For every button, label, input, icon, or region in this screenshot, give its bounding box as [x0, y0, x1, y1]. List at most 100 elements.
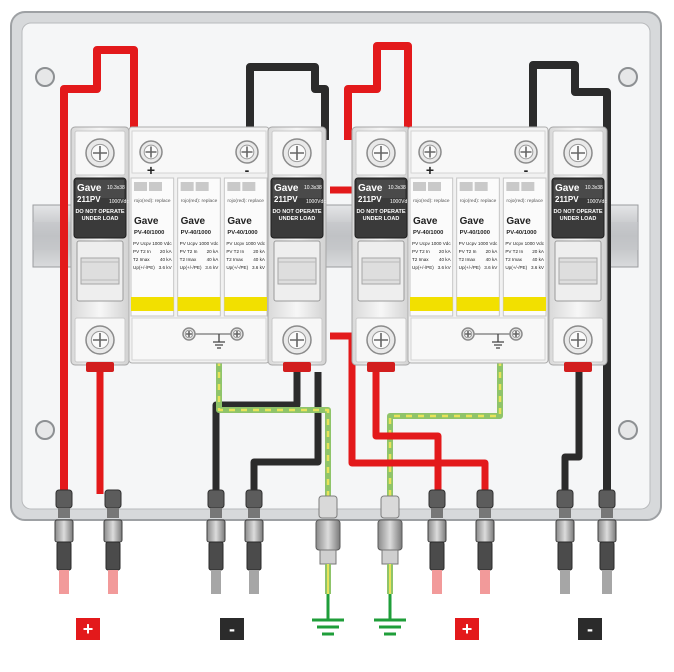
- negative-badge-label: -: [229, 619, 235, 639]
- spd-spec-value: 1000 Vdc: [199, 241, 219, 246]
- positive-badge: +: [76, 618, 100, 640]
- positive-badge-label: +: [461, 619, 473, 639]
- fuse-warning-label: UNDER LOAD: [82, 216, 119, 222]
- fuse-size-label: 10.3x38: [304, 185, 322, 191]
- terminal-screw-icon: [85, 138, 115, 168]
- spd-model-label: PV-40/1000: [227, 230, 257, 236]
- positive-badge: +: [455, 618, 479, 640]
- din-modules: Gave 10.3x38 211PV 1000Vdc DO NOT OPERATE UND…: [70, 126, 608, 372]
- fuse-brand-label: Gave: [77, 183, 102, 194]
- spd-replace-label: rojo(red): replace: [460, 198, 497, 204]
- yellow-band: [224, 297, 267, 311]
- spd-spec-label: PV T2 In: [505, 249, 523, 254]
- status-window: [474, 182, 488, 191]
- terminal-screw-icon: [563, 138, 593, 168]
- spd-spec-value: 3.6 kV: [205, 265, 219, 270]
- spd-spec-label: T2 Imax: [505, 257, 522, 262]
- spd-spec-label: PV T2 In: [412, 249, 430, 254]
- spd-spec-label: PV Ucpv: [412, 241, 431, 246]
- spd-spec-label: Up(+/-/PE): [412, 265, 434, 270]
- spd-spec-value: 3.6 kV: [531, 265, 545, 270]
- spd-spec-label: PV Ucpv: [505, 241, 524, 246]
- terminal-screw-icon: [418, 140, 442, 164]
- terminal-screw-icon: [514, 140, 538, 164]
- terminal-screw-icon: [235, 140, 259, 164]
- yellow-band: [131, 297, 174, 311]
- spd-spec-label: T2 Imax: [459, 257, 476, 262]
- yellow-band: [410, 297, 453, 311]
- status-window: [413, 182, 426, 191]
- spd-spec-value: 3.6 kV: [159, 265, 173, 270]
- spd-brand-label: Gave: [460, 216, 485, 227]
- spd-spec-value: 20 kA: [253, 249, 266, 254]
- spd-spec-value: 1000 Vdc: [525, 241, 545, 246]
- ground-symbol-icon: [374, 594, 406, 636]
- spd-brand-label: Gave: [181, 216, 206, 227]
- fuse-voltage-label: 1000Vdc: [390, 199, 410, 205]
- spd-brand-label: Gave: [506, 216, 531, 227]
- spd-spec-label: T2 Imax: [133, 257, 150, 262]
- positive-cable-gland: [475, 489, 495, 594]
- spd-replace-label: rojo(red): replace: [506, 198, 543, 204]
- spd-spec-value: 20 kA: [160, 249, 173, 254]
- fuse-brand-label: Gave: [274, 183, 299, 194]
- spd-spec-label: Up(+/-/PE): [133, 265, 155, 270]
- spd-spec-label: PV Ucpv: [180, 241, 199, 246]
- spd-minus-terminal-label: -: [524, 162, 529, 178]
- spd-spec-label: Up(+/-/PE): [459, 265, 481, 270]
- fuse-model-label: 211PV: [274, 195, 298, 204]
- positive-cable-gland: [103, 489, 123, 594]
- spd-spec-label: Up(+/-/PE): [505, 265, 527, 270]
- terminal-screw-icon: [282, 138, 312, 168]
- spd-spec-value: 3.6 kV: [252, 265, 266, 270]
- spd-spec-value: 20 kA: [532, 249, 545, 254]
- spd-brand-label: Gave: [134, 216, 159, 227]
- spd-replace-label: rojo(red): replace: [134, 198, 171, 204]
- spd-spec-value: 3.6 kV: [438, 265, 452, 270]
- terminal-screw-icon: [509, 327, 523, 341]
- spd-spec-label: PV Ucpv: [133, 241, 152, 246]
- spd-model-label: PV-40/1000: [460, 230, 490, 236]
- yellow-band: [456, 297, 500, 311]
- spd-spec-value: 40 kA: [532, 257, 545, 262]
- ground-terminals: [312, 594, 406, 636]
- fuse-size-label: 10.3x38: [107, 185, 125, 191]
- fuse-warning-label: UNDER LOAD: [560, 216, 597, 222]
- spd-brand-label: Gave: [413, 216, 438, 227]
- terminal-screw-icon: [366, 325, 396, 355]
- mounting-screw-icon: [618, 67, 638, 87]
- fuse-voltage-label: 1000Vdc: [109, 199, 129, 205]
- fuse-brand-label: Gave: [358, 183, 383, 194]
- terminal-screw-icon: [85, 325, 115, 355]
- spd-spec-value: 1000 Vdc: [478, 241, 498, 246]
- positive-cable-gland: [427, 489, 447, 594]
- spd-plus-terminal-label: +: [147, 162, 155, 178]
- negative-cable-gland: [555, 489, 575, 594]
- spd-spec-label: T2 Imax: [180, 257, 197, 262]
- mounting-screw-icon: [618, 420, 638, 440]
- spd-spec-label: PV T2 In: [459, 249, 477, 254]
- terminal-screw-icon: [230, 327, 244, 341]
- fuse-warning-label: DO NOT OPERATE: [272, 209, 321, 215]
- fuse-warning-label: UNDER LOAD: [363, 216, 400, 222]
- status-window: [149, 182, 162, 191]
- spd-replace-label: rojo(red): replace: [227, 198, 264, 204]
- spd-spec-value: 20 kA: [486, 249, 499, 254]
- negative-badge: -: [220, 618, 244, 640]
- ground-symbol-icon: [492, 334, 504, 349]
- spd-spec-value: 20 kA: [207, 249, 220, 254]
- status-window: [521, 182, 535, 191]
- terminal-screw-icon: [139, 140, 163, 164]
- fuse-size-label: 10.3x38: [388, 185, 406, 191]
- status-window: [459, 182, 473, 191]
